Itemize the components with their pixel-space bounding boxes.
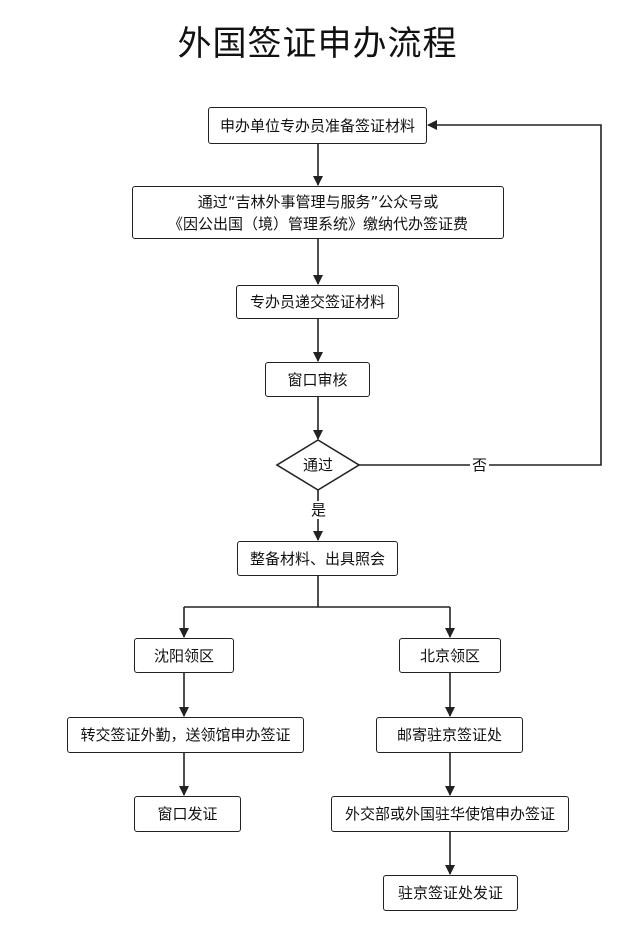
- node-window-issue-label: 窗口发证: [157, 805, 218, 823]
- node-transfer-consulate-label: 转交签证外勤，送领馆申办签证: [80, 726, 291, 744]
- diagram-title: 外国签证申办流程: [177, 24, 458, 64]
- node-shenyang-district: 沈阳领区: [134, 638, 234, 673]
- node-embassy-apply: 外交部或外国驻华使馆申办签证: [331, 796, 569, 832]
- node-window-review-label: 窗口审核: [287, 370, 348, 389]
- node-window-review: 窗口审核: [265, 362, 370, 397]
- node-pay-fee-line2: 《因公出国（境）管理系统》缴纳代办签证费: [167, 214, 468, 233]
- edge-label-no: 否: [470, 456, 490, 474]
- node-office-issue: 驻京签证处发证: [383, 875, 518, 911]
- node-window-issue: 窗口发证: [134, 796, 241, 832]
- node-submit-materials-label: 专办员递交签证材料: [249, 293, 385, 311]
- node-pay-fee: 通过“吉林外事管理与服务”公众号或 《因公出国（境）管理系统》缴纳代办签证费: [132, 186, 504, 239]
- node-prepare-materials-label: 申办单位专办员准备签证材料: [219, 116, 415, 135]
- node-mail-beijing-office: 邮寄驻京签证处: [376, 717, 523, 753]
- node-pay-fee-line1: 通过“吉林外事管理与服务”公众号或: [197, 192, 439, 211]
- node-embassy-apply-label: 外交部或外国驻华使馆申办签证: [344, 805, 555, 823]
- decision-diamond: [275, 439, 361, 491]
- node-beijing-district: 北京领区: [399, 638, 501, 673]
- edge-label-yes: 是: [309, 501, 329, 519]
- node-transfer-consulate: 转交签证外勤，送领馆申办签证: [67, 717, 304, 753]
- node-prepare-materials: 申办单位专办员准备签证材料: [208, 107, 427, 144]
- node-organize-materials: 整备材料、出具照会: [237, 541, 398, 576]
- node-office-issue-label: 驻京签证处发证: [397, 884, 503, 902]
- node-submit-materials: 专办员递交签证材料: [236, 285, 399, 319]
- decision-pass-label: 通过: [302, 456, 333, 474]
- node-beijing-district-label: 北京领区: [419, 646, 480, 665]
- node-mail-beijing-office-label: 邮寄驻京签证处: [396, 726, 502, 744]
- node-shenyang-district-label: 沈阳领区: [153, 646, 214, 665]
- node-organize-materials-label: 整备材料、出具照会: [249, 549, 385, 568]
